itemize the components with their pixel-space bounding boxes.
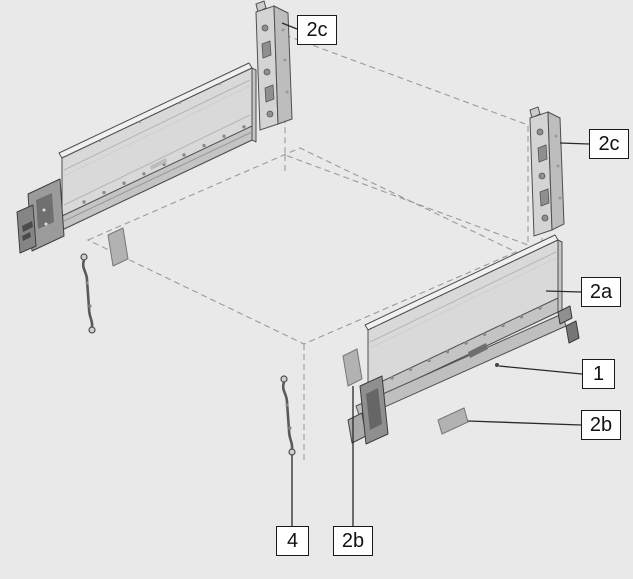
leader-2a [545, 290, 582, 293]
leader-lines [281, 22, 590, 526]
left-panel-top-ticks [98, 82, 222, 143]
callout-2b-bottom: 2b [333, 526, 373, 556]
callout-2b-right: 2b [581, 410, 621, 440]
drawer-side-left [16, 62, 257, 267]
front-fixing-rod-right [280, 375, 296, 456]
label-sticker-front [342, 348, 363, 387]
front-fixing-rod-left [80, 253, 96, 334]
callout-4-label: 4 [286, 530, 299, 552]
callout-2a-label: 2a [589, 281, 613, 303]
callout-2c-top: 2c [297, 15, 337, 45]
leader-2c-top [281, 22, 298, 30]
leader-1 [498, 365, 583, 375]
callout-1: 1 [582, 359, 615, 389]
dashed-outlines [86, 34, 543, 462]
callout-2c-right-label: 2c [598, 133, 620, 155]
left-panel-perforations [82, 125, 246, 204]
leader-2b-right [467, 420, 582, 426]
right-back-hooks [557, 305, 580, 344]
back-bracket-top [255, 0, 293, 131]
right-panel-logo-mark [468, 343, 488, 358]
back-bracket-right [529, 106, 565, 237]
leader-2c-right [559, 142, 590, 145]
right-front-fitting [359, 375, 389, 445]
label-sticker-right [437, 407, 469, 435]
callout-1-label: 1 [592, 363, 605, 385]
callout-2c-top-label: 2c [306, 19, 328, 41]
drawer-side-right [347, 234, 580, 445]
back-panel-outline [284, 34, 529, 246]
callout-4: 4 [276, 526, 309, 556]
left-front-fitting [16, 178, 65, 254]
leader-1-anchor-dot [495, 363, 499, 367]
bottom-panel-outline [86, 147, 518, 345]
right-panel-perforations [390, 306, 542, 380]
callout-2b-right-label: 2b [589, 414, 613, 436]
label-sticker-left [107, 227, 129, 267]
callout-2b-bottom-label: 2b [341, 530, 365, 552]
callout-2a: 2a [581, 277, 621, 307]
left-panel-emboss [150, 158, 167, 170]
callout-2c-right: 2c [589, 129, 629, 159]
